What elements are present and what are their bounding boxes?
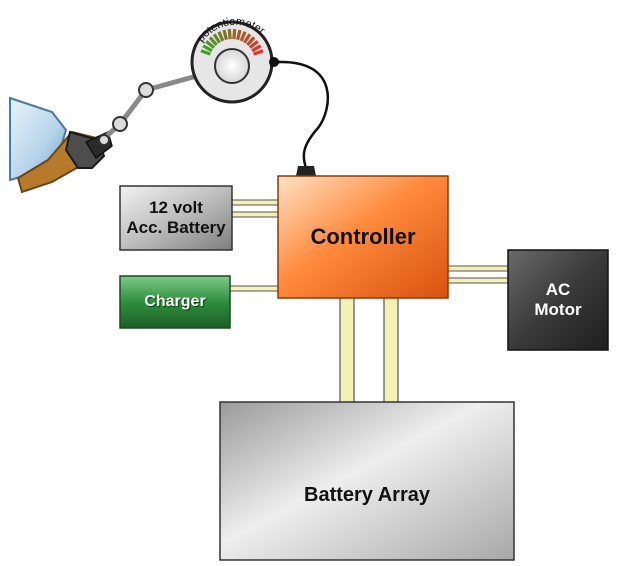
potentiometer-tick xyxy=(217,31,225,42)
controller-box xyxy=(277,175,449,299)
accelerator-pedal-illustration xyxy=(9,71,205,194)
potentiometer-tick xyxy=(200,49,211,56)
accessory-battery-box xyxy=(119,185,233,251)
motor-wires xyxy=(445,265,511,284)
ac-motor-box xyxy=(507,249,609,351)
potentiometer-tick xyxy=(239,31,247,42)
accessory-battery-label: 12 volt Acc. Battery xyxy=(120,186,232,250)
accessory-battery-wires xyxy=(231,199,281,218)
potentiometer-tick xyxy=(212,33,221,44)
potentiometer-tick xyxy=(236,29,242,41)
potentiometer-tick xyxy=(205,40,216,49)
ac-motor-line2: Motor xyxy=(534,300,582,319)
throttle-signal-wire xyxy=(277,60,329,169)
controller-connector xyxy=(296,166,316,176)
controller-label: Controller xyxy=(310,224,416,250)
charger-box xyxy=(119,275,231,329)
charger-label: Charger xyxy=(144,292,206,310)
potentiometer-tick xyxy=(243,33,252,44)
battery-array-label: Battery Array xyxy=(304,483,430,506)
potentiometer-tick xyxy=(253,49,264,56)
ac-motor-label: AC Motor xyxy=(508,250,608,350)
ac-motor-line1: AC xyxy=(545,280,571,300)
potentiometer-tick xyxy=(208,36,218,46)
potentiometer-tick xyxy=(248,40,259,49)
potentiometer-tick xyxy=(227,28,232,40)
potentiometer-tick xyxy=(202,44,213,53)
potentiometer-tick xyxy=(246,36,256,46)
potentiometer-tick xyxy=(251,44,262,53)
charger-wire xyxy=(229,285,281,292)
battery-array-box xyxy=(219,401,515,561)
potentiometer-icon xyxy=(190,20,282,104)
accessory-battery-line1: 12 volt xyxy=(149,198,203,218)
battery-array-wires xyxy=(339,295,399,405)
potentiometer-tick xyxy=(232,28,237,40)
accessory-battery-line2: Acc. Battery xyxy=(126,218,226,237)
potentiometer-tick xyxy=(222,29,228,41)
